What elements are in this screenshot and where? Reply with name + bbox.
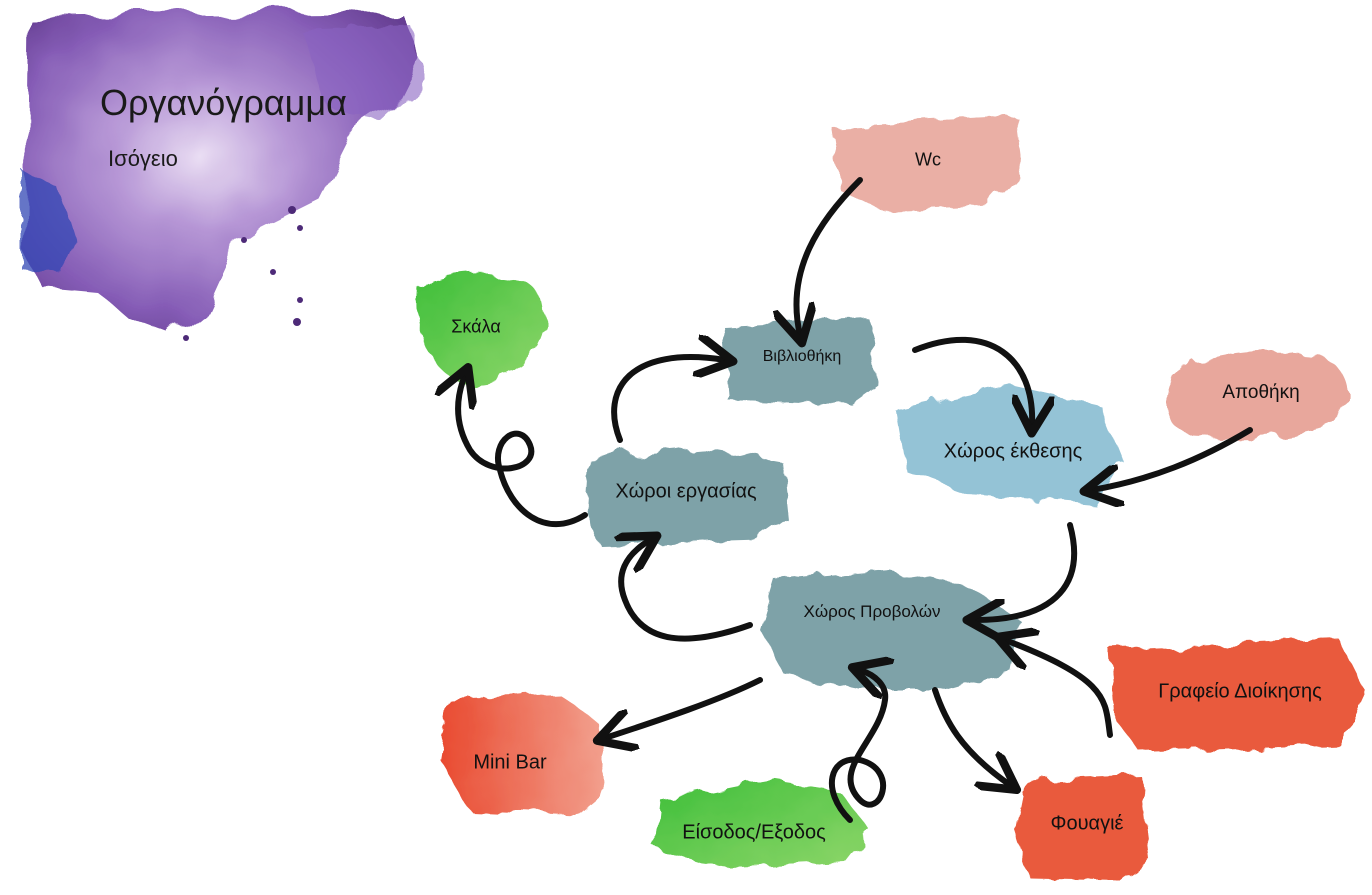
label-fouagie: Φουαγιέ [1050, 812, 1124, 835]
arrow-ekthesi-to-provolon [975, 522, 1077, 620]
label-apothiki: Αποθήκη [1222, 382, 1300, 403]
label-skala: Σκάλα [451, 316, 501, 337]
label-xoroi-ergasias: Χώροι εργασίας [615, 480, 757, 503]
node-xoros-provolon [760, 570, 1020, 690]
arrow-eisodos-to-provolon [829, 670, 885, 823]
label-xoros-provolon: Χώρος Προβολών [803, 602, 941, 621]
label-mini-bar: Mini Bar [473, 751, 547, 774]
arrow-apothiki-to-ekthesi [1092, 427, 1253, 490]
node-wc [830, 115, 1022, 210]
arrow-ergasias-to-skala [458, 375, 588, 528]
arrow-ergasias-to-vivliothiki [611, 357, 725, 443]
label-grafeio-dioikisis: Γραφείο Διοίκησης [1158, 680, 1322, 703]
label-vivliothiki: Βιβλιοθήκη [762, 348, 842, 365]
node-eisodos-exodos [655, 780, 870, 868]
arrow-provolon-to-fouagie [932, 687, 1010, 785]
arrow-vivliothiki-to-ekthesi [912, 337, 1032, 425]
node-fouagie [1015, 775, 1150, 880]
label-xoros-ekthesis: Χώρος έκθεσης [943, 440, 1083, 463]
node-apothiki [1165, 351, 1348, 439]
node-skala [419, 273, 545, 383]
node-xoroi-ergasias [585, 448, 788, 545]
node-mini-bar [440, 695, 605, 815]
node-grafeio-dioikisis [1110, 640, 1365, 752]
label-wc: Wc [915, 149, 941, 170]
page-title: Οργανόγραμμα [100, 82, 347, 123]
node-vivliothiki [722, 318, 878, 405]
page-subtitle: Ισόγειο [108, 146, 178, 171]
label-eisodos-exodos: Είσοδος/Εξοδος [682, 821, 826, 844]
node-xoros-ekthesis [895, 385, 1122, 505]
arrow-wc-to-vivliothiki [796, 177, 863, 335]
arrow-provolon-to-ergasias [621, 540, 753, 642]
arrow-provolon-to-minibar [605, 677, 763, 738]
watercolor-splash [22, 12, 425, 341]
arrow-grafeio-to-provolon [1005, 640, 1113, 738]
